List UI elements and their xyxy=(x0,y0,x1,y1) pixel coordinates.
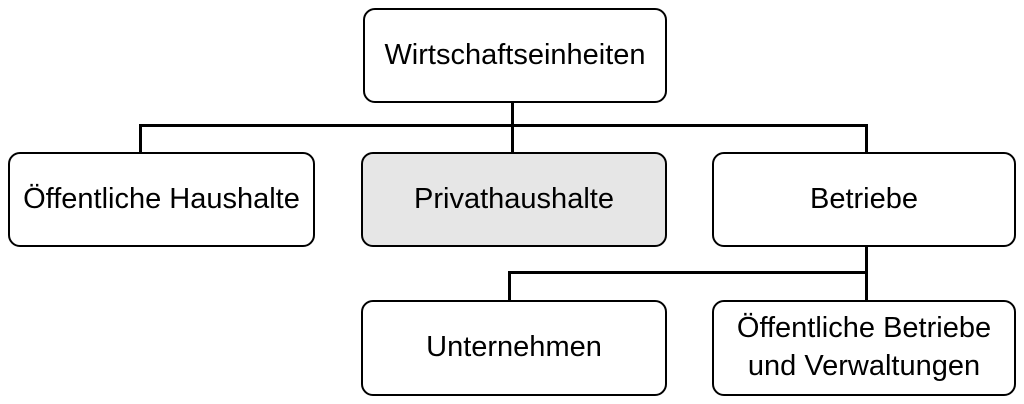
connector-level2-rail xyxy=(139,124,868,127)
node-unternehmen: Unternehmen xyxy=(361,300,667,396)
node-betriebe: Betriebe xyxy=(712,152,1016,247)
connector-drop-public-households xyxy=(139,124,142,154)
node-betriebe-label: Betriebe xyxy=(809,182,918,215)
node-oeffentliche-haushalte-label: Öffentliche Haushalte xyxy=(23,182,300,215)
node-unternehmen-label: Unternehmen xyxy=(426,331,602,364)
node-oeffentliche-betriebe-und-verwaltungen: Öffentliche Betriebe und Verwaltungen xyxy=(712,300,1016,396)
connector-drop-unternehmen xyxy=(508,271,511,302)
node-oeffentliche-betriebe-und-verwaltungen-label: Öffentliche Betriebe und Verwaltungen xyxy=(736,312,992,382)
node-privathaushalte-label: Privathaushalte xyxy=(414,182,614,215)
connector-root-stem xyxy=(511,101,514,127)
connector-level3-rail xyxy=(508,271,868,274)
node-wirtschaftseinheiten: Wirtschaftseinheiten xyxy=(363,8,667,103)
connector-drop-private-households xyxy=(511,124,514,154)
connector-drop-betriebe xyxy=(865,124,868,154)
node-oeffentliche-haushalte: Öffentliche Haushalte xyxy=(8,152,315,247)
node-privathaushalte: Privathaushalte xyxy=(361,152,667,247)
node-wirtschaftseinheiten-label: Wirtschaftseinheiten xyxy=(384,38,646,71)
